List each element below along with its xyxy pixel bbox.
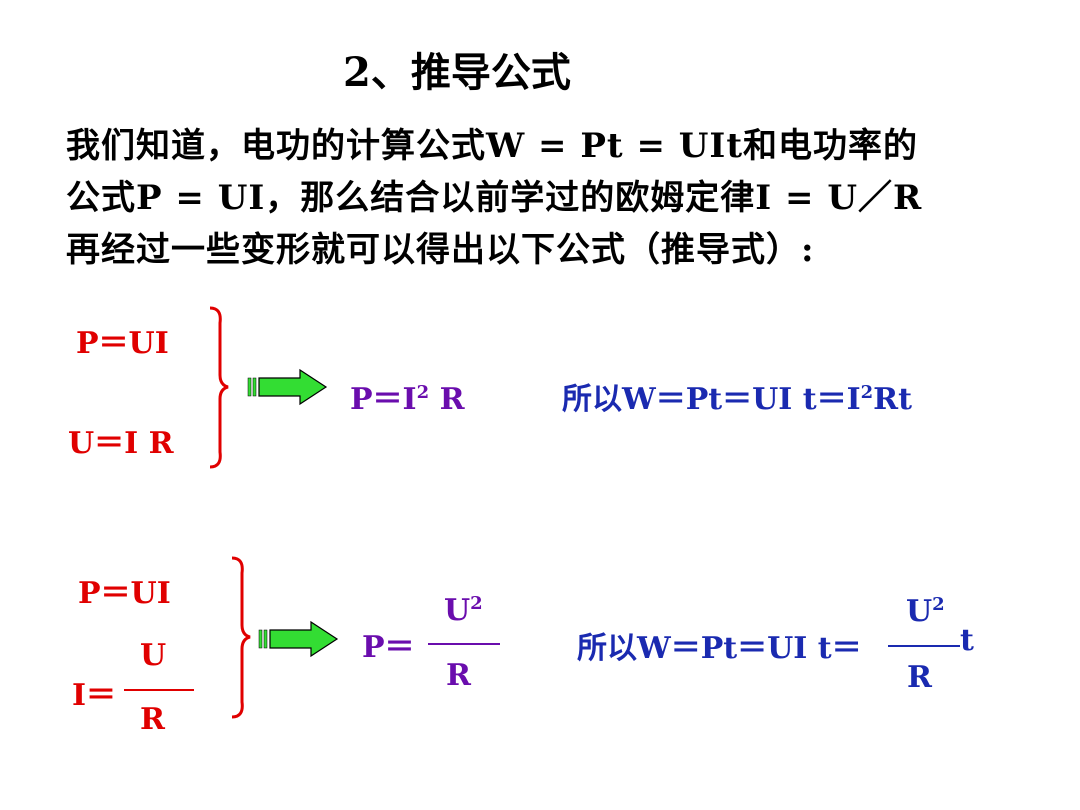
paragraph-line-1: 我们知道，电功的计算公式W = Pt = UIt和电功率的 (66, 126, 919, 166)
group2-result-prefix: P＝ (362, 630, 415, 665)
group1-equation-ohm: U＝I R (68, 426, 174, 461)
group2-result-num-base: U (444, 593, 471, 628)
group2-result-numerator: U2 (444, 593, 483, 628)
group1-brace-icon (209, 306, 229, 469)
group1-conclusion-suffix: Rt (873, 382, 912, 417)
group2-conclusion-numerator: U2 (906, 594, 945, 629)
paragraph-line-2: 公式P = UI，那么结合以前学过的欧姆定律I = U／R (66, 178, 923, 218)
group1-result: P＝I2 R (350, 374, 465, 418)
group2-arrow-icon (258, 620, 339, 658)
group2-equation-current-prefix: I＝ (72, 678, 117, 713)
group2-conclusion-num-sup: 2 (932, 594, 945, 615)
group1-arrow-icon (247, 368, 328, 406)
group2-equation-denominator: R (140, 702, 165, 737)
group1-conclusion: 所以W＝Pt＝UI t＝I2Rt (562, 374, 912, 418)
group2-equation-power: P＝UI (78, 576, 171, 611)
group1-result-suffix: R (429, 382, 465, 417)
group2-result-num-sup: 2 (470, 593, 483, 614)
group1-result-sup: 2 (416, 382, 430, 403)
group2-conclusion-denominator: R (907, 660, 932, 695)
group2-conclusion-suffix: t (960, 623, 974, 658)
slide-title: 2、推导公式 (343, 49, 571, 96)
group1-conclusion-prefix: 所以W＝Pt＝UI t＝I (562, 382, 861, 417)
group2-fraction-bar (124, 689, 194, 691)
paragraph-line-3: 再经过一些变形就可以得出以下公式（推导式）: (66, 230, 815, 270)
group2-conclusion-fraction-bar (888, 645, 960, 647)
group2-equation-numerator: U (140, 638, 167, 673)
group1-result-prefix: P＝I (350, 382, 417, 417)
group2-conclusion-prefix: 所以W＝Pt＝UI t＝ (577, 631, 862, 666)
group1-conclusion-sup: 2 (860, 382, 874, 403)
group1-equation-power: P＝UI (76, 326, 169, 361)
group2-brace-icon (231, 556, 251, 719)
group2-result-denominator: R (446, 658, 471, 693)
group2-result-fraction-bar (428, 643, 500, 645)
group2-conclusion-num-base: U (906, 594, 933, 629)
